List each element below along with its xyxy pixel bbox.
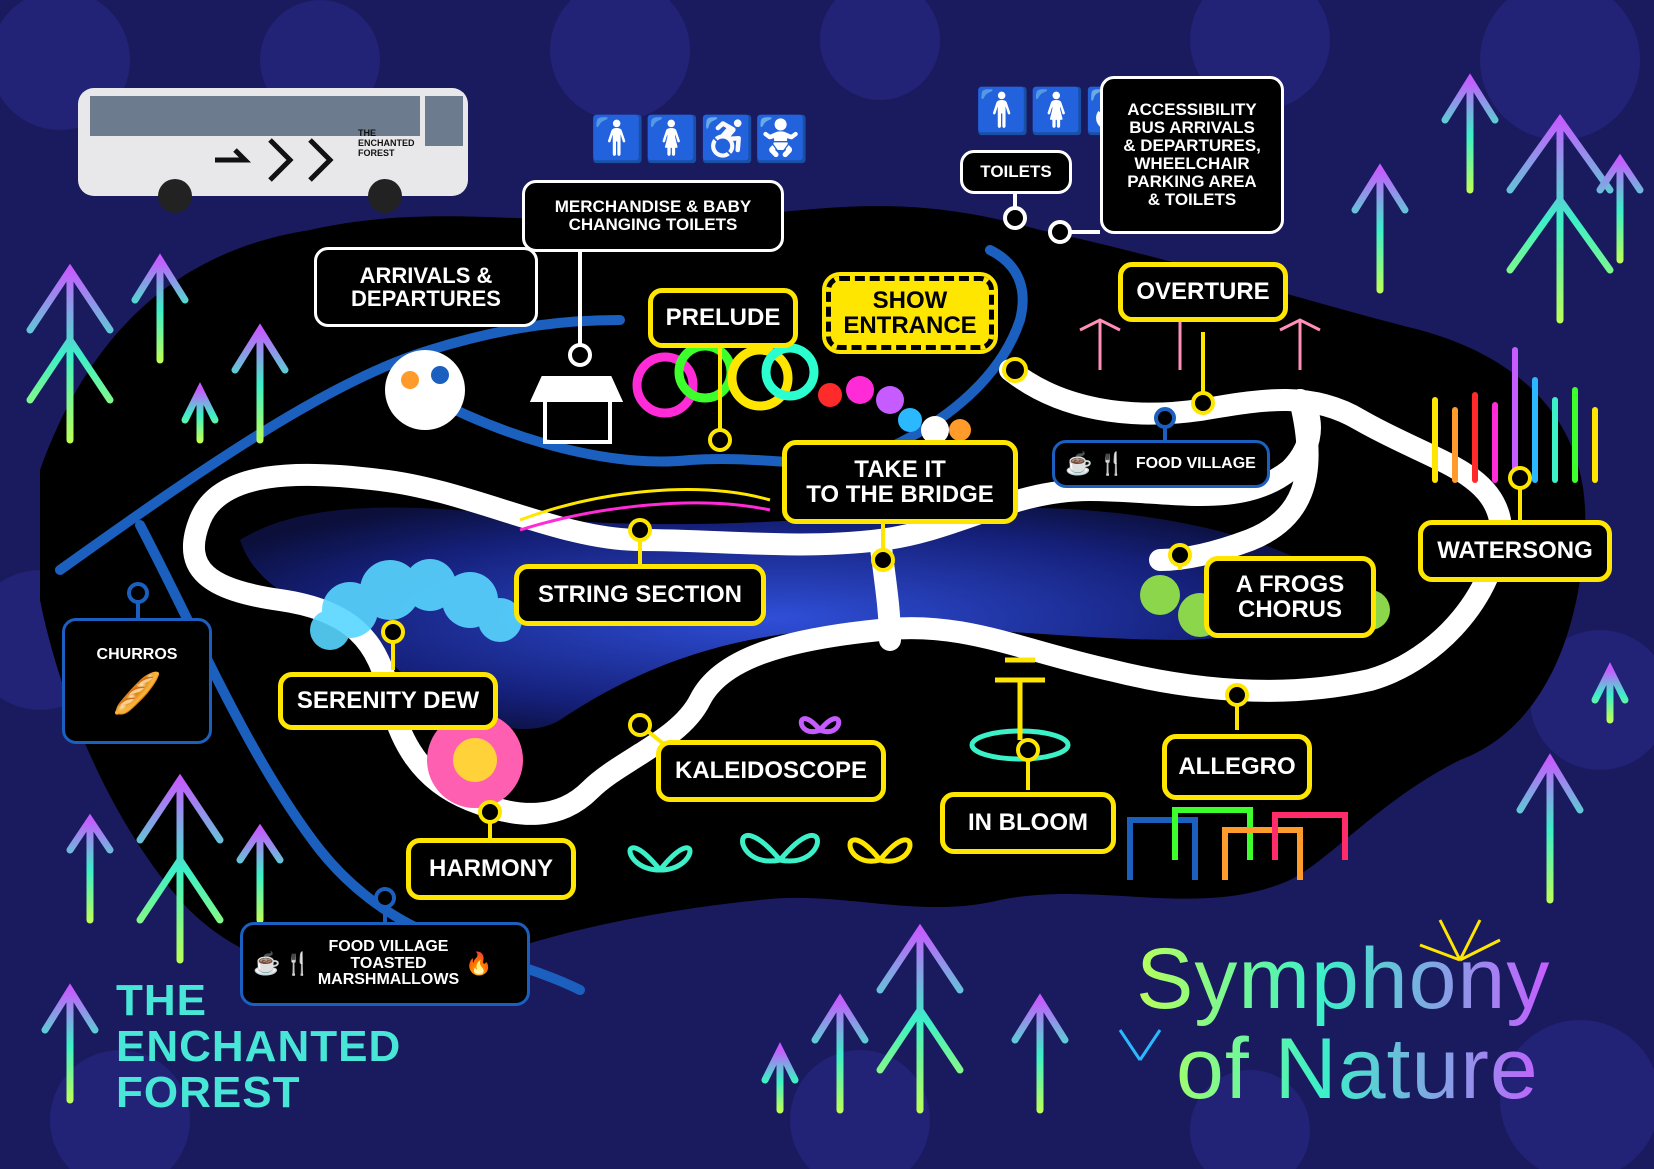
- bus-brand-line: ENCHANTED: [358, 138, 415, 148]
- brand-line: ENCHANTED: [116, 1022, 402, 1071]
- food-village-top[interactable]: ☕ 🍴 FOOD VILLAGE: [1052, 440, 1270, 488]
- facility-merchandise-toilets[interactable]: MERCHANDISE & BABY CHANGING TOILETS: [522, 180, 784, 252]
- market-stall-icon: [529, 376, 624, 444]
- stylised-trees: [26, 73, 1644, 1114]
- serenity-dew-cloud: [310, 559, 522, 650]
- show-entrance-bubbles: [818, 376, 971, 444]
- watersong-drops: [1432, 347, 1598, 483]
- bus-brand-line: THE: [358, 128, 376, 138]
- facility-arrivals-departures[interactable]: ARRIVALS & DEPARTURES: [314, 247, 538, 327]
- baby-change-icon: 🚼: [754, 115, 810, 164]
- in-bloom-fountain: [969, 657, 1071, 762]
- dandelion-seed-decoration: [1118, 919, 1501, 1061]
- brand-line: THE: [116, 976, 207, 1025]
- kaleidoscope-butterflies: [627, 716, 913, 873]
- marshmallow-icon: 🔥: [465, 951, 493, 977]
- family-icon: [385, 350, 465, 430]
- food-village-bottom-label: FOOD VILLAGE TOASTED MARSHMALLOWS: [317, 937, 460, 989]
- harmony-flower: [427, 712, 523, 808]
- show-title-line: Symphony: [1136, 931, 1551, 1027]
- man-icon: 🚹: [590, 115, 645, 164]
- attraction-watersong[interactable]: WATERSONG: [1418, 520, 1612, 582]
- facility-accessibility[interactable]: ACCESSIBILITY BUS ARRIVALS & DEPARTURES,…: [1100, 76, 1284, 234]
- cup-icon: ☕: [253, 951, 281, 977]
- merch-facility-icons: 🚹🚺♿🚼: [590, 118, 809, 162]
- facility-toilets[interactable]: TOILETS: [960, 150, 1072, 194]
- food-village-top-label: FOOD VILLAGE: [1135, 454, 1256, 472]
- attraction-prelude[interactable]: PRELUDE: [648, 288, 798, 348]
- man-icon: 🚹: [975, 87, 1030, 136]
- attraction-harmony[interactable]: HARMONY: [406, 838, 576, 900]
- cutlery-icon: 🍴: [1098, 451, 1126, 477]
- cup-icon: ☕: [1065, 451, 1093, 477]
- cutlery-icon: 🍴: [284, 951, 312, 977]
- attraction-allegro[interactable]: ALLEGRO: [1162, 734, 1312, 800]
- attraction-take-it-to-the-bridge[interactable]: TAKE IT TO THE BRIDGE: [782, 440, 1018, 524]
- brand-logo: THE ENCHANTED FOREST: [116, 978, 401, 1116]
- show-title: Symphony of Nature: [1136, 934, 1550, 1114]
- music-notes: [519, 488, 771, 532]
- food-village-bottom[interactable]: ☕ 🍴 FOOD VILLAGE TOASTED MARSHMALLOWS 🔥: [240, 922, 530, 1006]
- attraction-show-entrance[interactable]: SHOW ENTRANCE: [822, 272, 998, 354]
- attraction-serenity-dew[interactable]: SERENITY DEW: [278, 672, 498, 730]
- churros-label: CHURROS: [96, 645, 178, 663]
- brand-line: FOREST: [116, 1068, 301, 1117]
- coach-bus-icon: [78, 88, 468, 213]
- attraction-overture[interactable]: OVERTURE: [1118, 262, 1288, 322]
- lake: [240, 507, 1308, 730]
- show-title-line: of Nature: [1176, 1021, 1539, 1117]
- attraction-a-frogs-chorus[interactable]: A FROGS CHORUS: [1204, 556, 1376, 638]
- woman-icon: 🚺: [1029, 87, 1085, 136]
- allegro-bars: [1127, 807, 1348, 880]
- churros-icon: 🥖: [112, 672, 162, 717]
- attraction-kaleidoscope[interactable]: KALEIDOSCOPE: [656, 740, 886, 802]
- attraction-string-section[interactable]: STRING SECTION: [514, 564, 766, 626]
- bus-branding: THE ENCHANTED FOREST: [358, 128, 415, 158]
- woman-icon: 🚺: [644, 115, 700, 164]
- bus-brand-line: FOREST: [358, 148, 395, 158]
- attraction-in-bloom[interactable]: IN BLOOM: [940, 792, 1116, 854]
- food-churros[interactable]: CHURROS 🥖: [62, 618, 212, 744]
- connector-pins: [127, 190, 1532, 922]
- wheelchair-icon: ♿: [699, 115, 755, 164]
